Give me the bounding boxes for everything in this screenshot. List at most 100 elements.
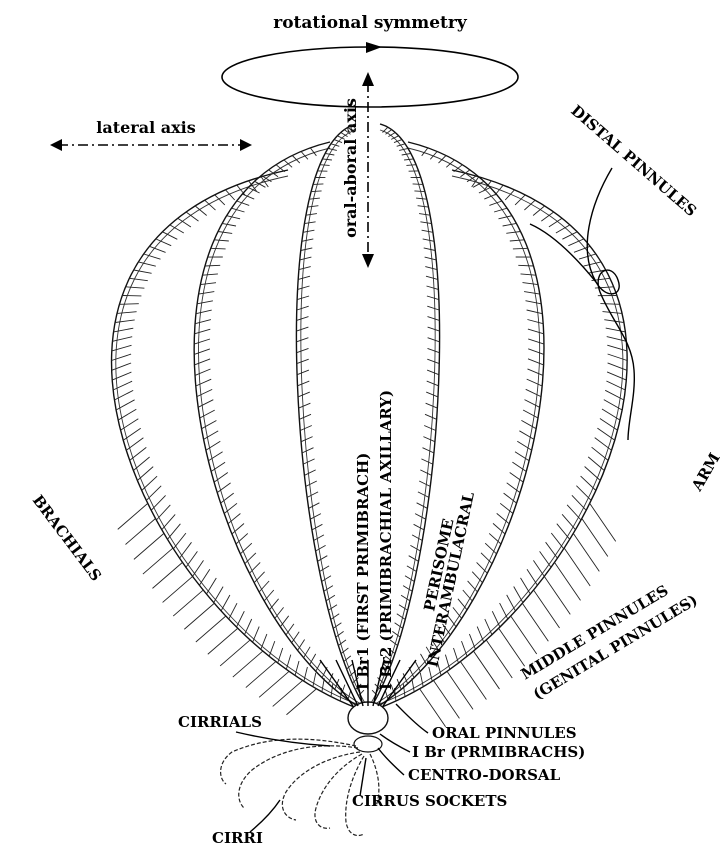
pinnule [425,257,437,260]
pinnule [528,359,544,365]
pinnule [300,257,312,260]
pinnule [527,379,542,386]
pinnule [525,400,540,408]
pinnule [557,524,570,540]
pinnule [551,533,563,549]
pinnule [303,459,314,464]
pinnule [426,392,438,397]
pinnule [297,296,309,300]
pinnule [595,438,612,451]
pinnule [302,448,313,453]
pinnule [523,283,539,285]
pinnule [420,470,431,475]
pinnule [299,267,311,270]
right-lower-pinnule [447,671,473,709]
pinnule [126,287,145,288]
lateral-axis-arrow-left [50,139,62,151]
pinnule [301,248,313,251]
pinnule [180,542,192,558]
pinnule [112,363,131,370]
pinnule [521,420,536,428]
pinnule [299,414,311,419]
pinnule [526,389,541,396]
primibrachs-leader [380,734,410,752]
pinnule [417,503,428,509]
cirrus-sockets-label: CIRRUS SOCKETS [352,792,507,810]
pinnule [418,492,429,498]
pinnule [581,476,596,490]
pinnule [156,239,172,246]
pinnule [112,354,132,360]
cirrus-sockets-leader [360,758,366,796]
pinnule [129,278,147,280]
pinnule [423,448,434,453]
pinnule [306,481,317,486]
pinnule [419,481,430,486]
pinnule [595,287,614,288]
pinnule [603,312,623,314]
pinnule [270,599,279,610]
pinnule [401,595,410,601]
oral-pinnules-leader [396,704,428,733]
pinnule [428,338,440,342]
pinnule [133,457,149,471]
right-lower-pinnule [544,576,570,614]
pinnule [421,459,432,464]
pinnule [419,214,430,216]
distal-pinnules-leader-2 [530,224,596,282]
pinnule [407,566,417,572]
centro-dorsal-label: CENTRO-DORSAL [408,766,561,784]
right-lower-pinnule [433,680,459,718]
left-lower-pinnule [163,576,193,602]
pinnule [424,248,436,251]
pinnule [195,320,211,324]
cirrials-label: CIRRIALS [178,713,262,731]
pinnule [314,535,324,541]
pinnule [428,317,440,321]
pinnule [608,354,628,361]
pinnule [395,623,403,629]
left-lower-pinnule [196,616,226,642]
pinnule [162,514,175,529]
pinnule [527,310,543,314]
pinnule [416,198,427,199]
pinnule [284,160,292,167]
distal-pinnules-label: DISTAL PINNULES [567,101,700,220]
pinnule [428,327,440,331]
pinnule [489,201,502,205]
cirri-label: CIRRI [212,829,263,847]
pinnule [397,614,406,620]
pinnule [304,222,315,224]
pinnule [606,381,625,390]
brachials-label: BRACHIALS [29,492,105,585]
pinnule [562,514,575,529]
pinnule [403,586,412,592]
pinnule [298,392,310,397]
pinnule [306,214,317,216]
pinnule [297,317,309,321]
left-lower-pinnule [134,533,164,559]
left-lower-pinnule [259,671,289,697]
pinnule [117,312,137,314]
pinnule [114,328,134,332]
pinnule [194,359,210,365]
centro-dorsal [354,736,382,752]
pinnule [245,619,252,635]
cirri-leader [250,800,280,832]
calyx [348,702,388,734]
pinnule [200,283,216,285]
pinnule [568,239,584,246]
pinnule [156,505,170,520]
left-lower-pinnule [233,651,263,677]
pinnule [608,363,627,370]
cirrus-1 [239,746,358,808]
pinnule [300,426,312,431]
pinnule [423,239,434,241]
first-primibrach-label: I Br1 (FIRST PRIMIBRACH) [354,453,372,690]
pinnule [302,239,313,241]
arm-far-left-inner [116,176,368,708]
pinnule [126,438,143,451]
pinnule [414,191,425,192]
pinnule [427,381,439,386]
pinnule [414,524,424,530]
